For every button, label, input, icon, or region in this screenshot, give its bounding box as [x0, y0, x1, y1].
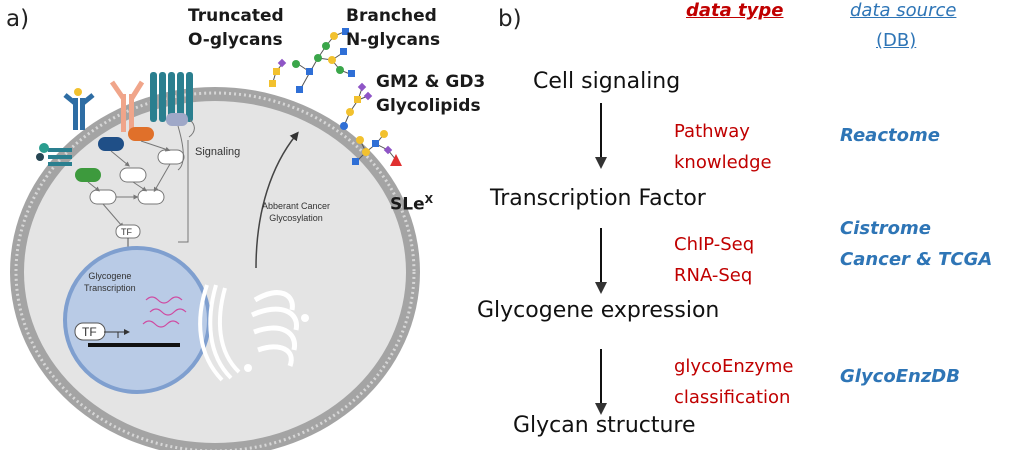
panel-a-label: a): [6, 6, 30, 32]
label-tf-small: TF: [121, 227, 132, 237]
header-data-source: data source: [850, 0, 957, 21]
label-signaling: Signaling: [195, 146, 241, 158]
datasource-reactome: Reactome: [840, 125, 940, 146]
label-truncated-o-glycans: Truncated O-glycans: [188, 6, 284, 50]
receptor-teal: [36, 143, 72, 166]
datatype-pathway-knowledge: Pathway knowledge: [674, 121, 772, 173]
node-gray: [166, 113, 188, 126]
label-aberrant-glycosylation: Abberant Cancer Glycosylation: [262, 201, 331, 223]
step-transcription-factor: Transcription Factor: [490, 186, 706, 211]
label-slex: SLeX: [390, 193, 434, 215]
label-tf-nucleus: TF: [82, 325, 97, 339]
label-gm2-gd3-glycolipids: GM2 & GD3 Glycolipids: [376, 72, 486, 116]
panel-b-label: b): [498, 6, 522, 32]
datasource-glycoenzdb: GlycoEnzDB: [840, 366, 960, 387]
glycan-truncated-o: [269, 58, 287, 87]
label-branched-n-glycans: Branched N-glycans: [346, 6, 441, 50]
step-cell-signaling: Cell signaling: [533, 69, 681, 94]
glycan-slex: [352, 130, 402, 166]
er-golgi: [198, 284, 309, 382]
signaling-pathway: [75, 113, 195, 243]
header-data-type: data type: [686, 0, 784, 21]
datatype-glycoenzyme-classification: glycoEnzyme classification: [674, 356, 794, 408]
glycan-gm2-gd3: [340, 82, 373, 130]
aberrant-arrow: [255, 131, 299, 269]
datasource-cistrome-tcga: Cistrome Cancer & TCGA: [840, 218, 993, 270]
receptor-blue-left: [63, 88, 95, 130]
node-navy: [98, 137, 124, 151]
step-glycogene-expression: Glycogene expression: [477, 298, 720, 323]
dna-strand: [88, 343, 180, 347]
label-glycogene-transcription: Glycogene Transcription: [84, 271, 136, 293]
node-green: [75, 168, 101, 182]
receptor-orange: [109, 80, 145, 132]
node-orange: [128, 127, 154, 141]
step-glycan-structure: Glycan structure: [513, 413, 696, 438]
cell-membrane-dots: [14, 91, 416, 450]
gpcr-receptor: [150, 72, 193, 122]
header-db: (DB): [876, 30, 917, 51]
glycan-branched-n: [292, 28, 355, 93]
datatype-chip-rna-seq: ChIP-Seq RNA-Seq: [674, 234, 755, 286]
